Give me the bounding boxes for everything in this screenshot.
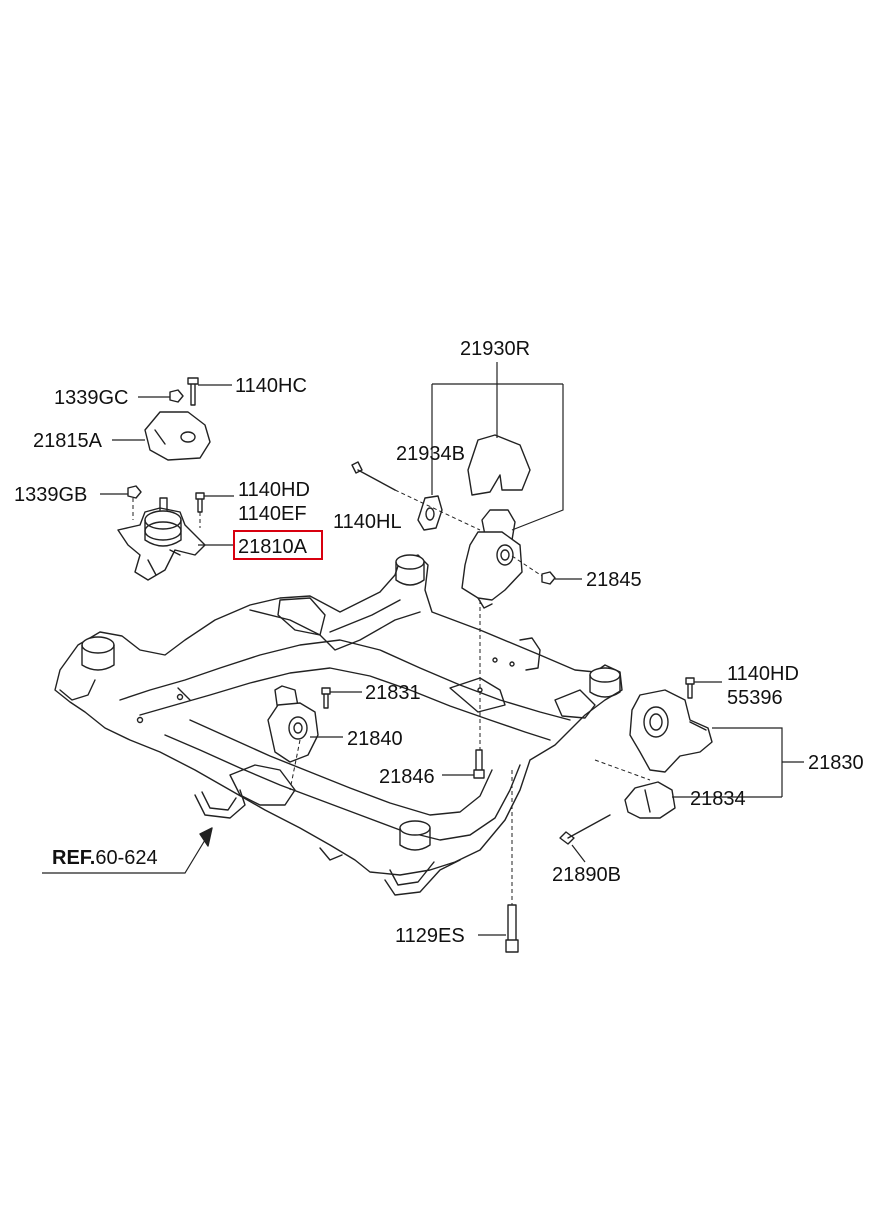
washer-21934B [417,495,443,531]
nut-21845 [511,555,556,585]
label-1140EF: 1140EF [238,503,307,525]
bolt-1140HD-right [685,677,695,699]
engine-mount-21810A [117,497,206,581]
rear-mount-bracket-21930R [461,509,523,609]
label-1129ES: 1129ES [395,925,465,947]
bolt-21890B [559,814,611,845]
highlight-box-21810A [233,530,323,560]
label-ref: REF.60-624 [52,847,158,869]
label-1140HL: 1140HL [333,511,402,533]
transmission-mount-21830 [629,689,713,773]
label-55396: 55396 [727,687,783,709]
label-1140HD-right: 1140HD [727,663,799,685]
bolt-1140HC [187,377,199,406]
label-21840: 21840 [347,728,403,750]
label-1339GC: 1339GC [54,387,129,409]
label-21810A[interactable]: 21810A [238,536,308,558]
label-21930R: 21930R [460,338,530,360]
nut-1339GB [127,485,142,499]
label-ref-prefix: REF. [52,847,95,869]
bolt-1129ES [505,904,519,953]
dash-guide-front [289,739,301,791]
label-21845: 21845 [586,569,642,591]
label-1140HD-left: 1140HD [238,479,310,501]
label-21830: 21830 [808,752,864,774]
label-21890B: 21890B [552,864,621,886]
subframe-crossmember [54,554,623,896]
label-1140HC: 1140HC [235,375,307,397]
bracket-21834 [624,781,676,819]
callout-labels: 21930R 1140HC 1339GC 21815A 21934B 1339G… [14,338,864,947]
bolt-21831 [321,687,331,709]
label-21834: 21834 [690,788,746,810]
label-1339GB: 1339GB [14,484,87,506]
label-ref-code: 60-624 [95,847,157,869]
nut-1339GC [169,389,184,403]
leader-lines [42,362,804,936]
bolt-21846 [473,749,485,779]
label-21815A: 21815A [33,430,103,452]
mount-bushing-21840 [267,685,319,763]
label-21831: 21831 [365,682,421,704]
bolt-1140HL [351,461,481,531]
bolt-1140HD-left [195,492,205,513]
label-21934B: 21934B [396,443,465,465]
stopper-21934B [467,434,531,496]
label-21846: 21846 [379,766,435,788]
dash-guide-right [594,759,651,781]
cover-bracket-21815A [144,411,211,461]
